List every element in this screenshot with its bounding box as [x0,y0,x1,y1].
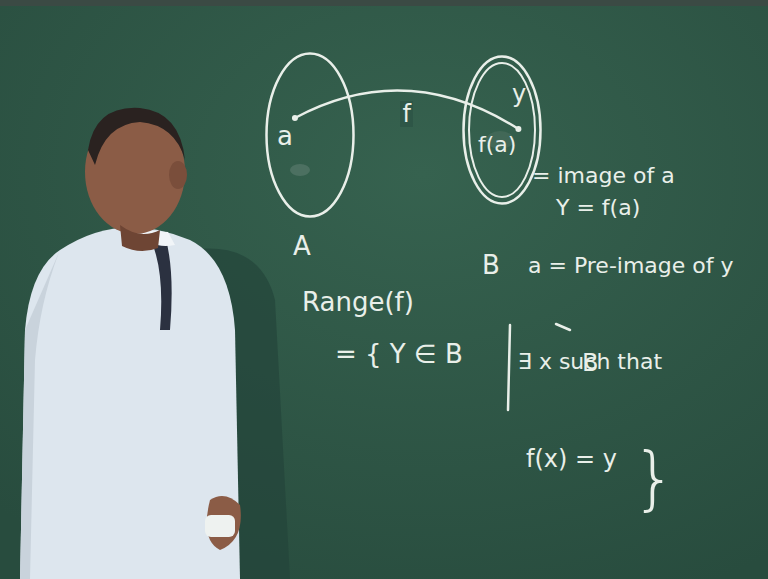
chalk-note: f(x) = y [526,446,617,472]
chalk-note: Range(f) [302,288,414,317]
mapping-arrow [295,91,518,129]
set-element-text: B [482,251,500,280]
point-dot [292,115,298,121]
set-ellipse: aA [265,52,355,218]
ellipse-outline [462,55,542,205]
lecturer-figure [20,108,241,579]
point-dot [515,126,521,132]
chalk-note: = { Y ∈ B [335,340,463,369]
chalk-note: } [632,440,677,517]
chalk-note: ∃ x such that [518,350,662,374]
set-ellipse: yf(a)B [462,55,542,205]
set-element-text: y [512,81,526,107]
edge-label: f [400,101,412,127]
chalk-note: Y = f(a) [556,196,640,220]
set-element-text: f(a) [478,133,516,157]
set-element-text: a [277,122,293,151]
chalk-note: a = Pre-image of y [528,254,734,278]
set-element-text: A [293,232,311,261]
chalk-note: = image of a [532,164,675,188]
